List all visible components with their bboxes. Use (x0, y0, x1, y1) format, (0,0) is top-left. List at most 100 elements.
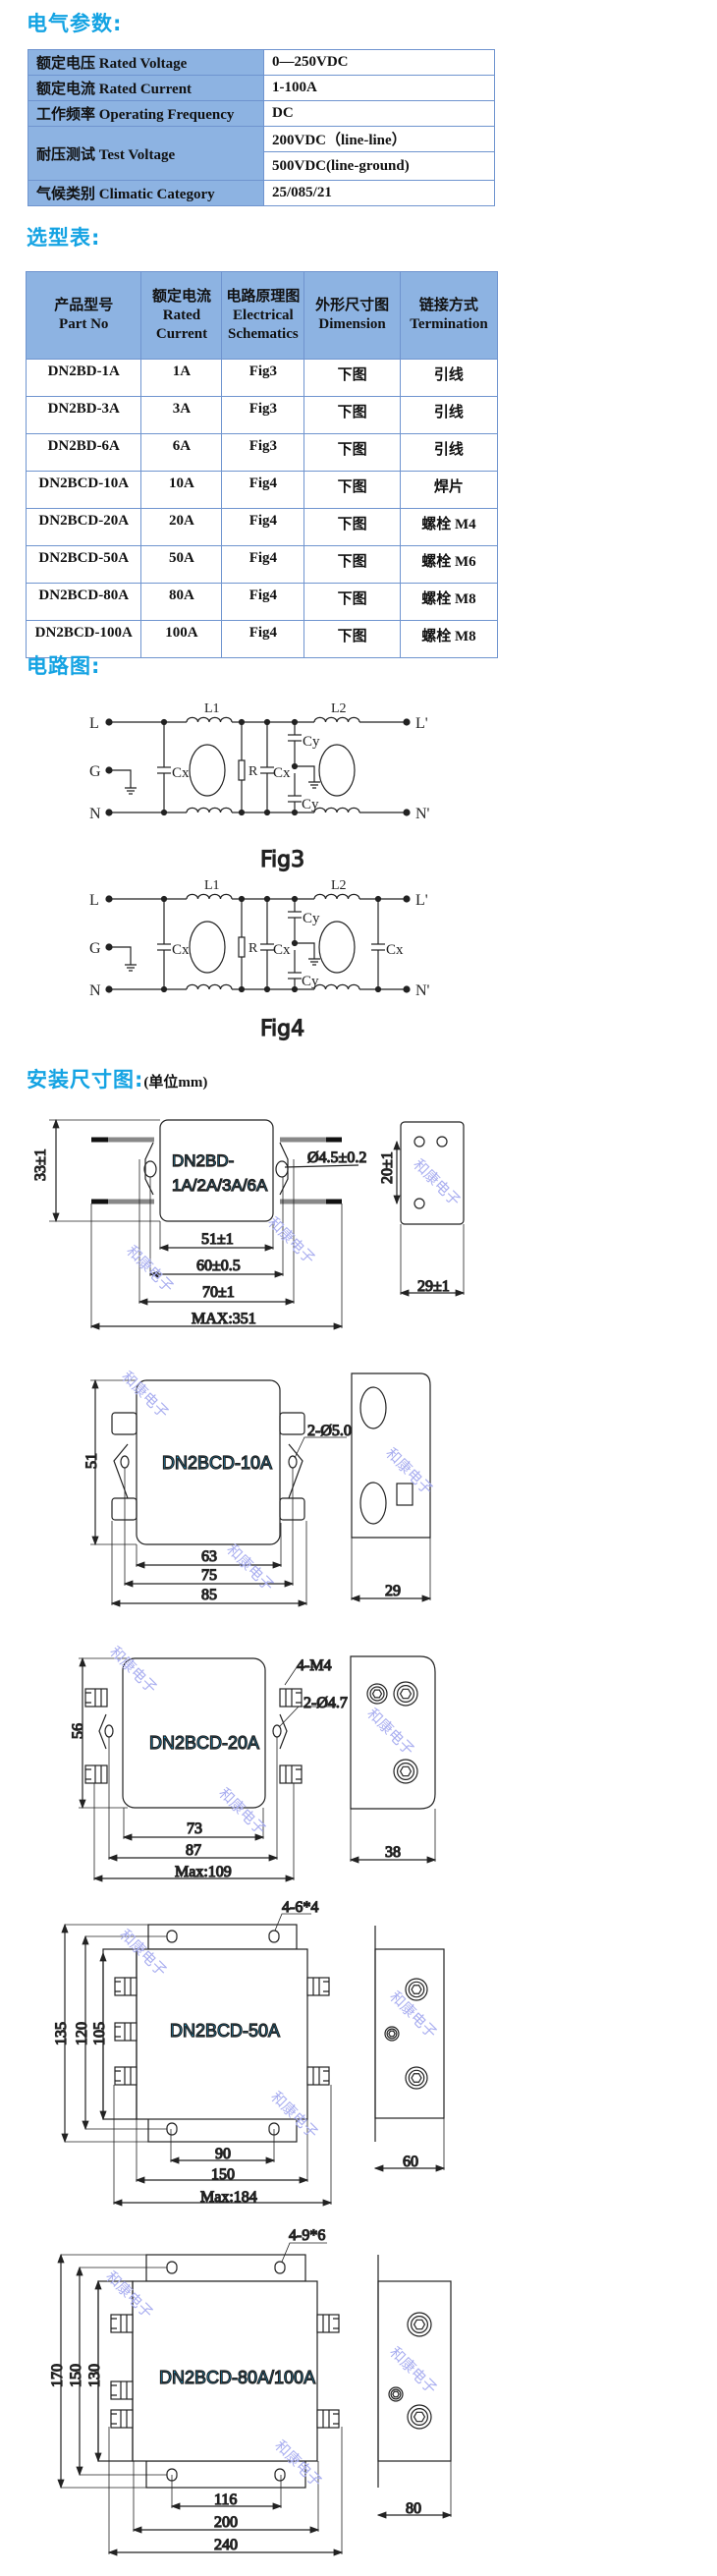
terminal-nut (386, 2028, 398, 2040)
table-cell: 20A (140, 508, 223, 546)
param-value: 1-100A (263, 75, 495, 101)
wire (109, 769, 132, 788)
header-cn: 额定电流 (151, 288, 211, 305)
terminal-label: G (89, 940, 101, 957)
junction-dot (263, 809, 271, 816)
param-label: 工作频率 Operating Frequency (28, 100, 264, 127)
hole-dimension: 2-Ø5.0 (307, 1423, 352, 1439)
header-cn: 链接方式 (418, 298, 478, 313)
width-dimension: 60±0.5 (196, 1258, 241, 1274)
ground-tab (396, 1483, 414, 1506)
terminal-label: L (89, 892, 99, 909)
side-view (351, 1372, 431, 1539)
watermark-text: 和康电子 (382, 1444, 436, 1498)
capacitor-label: Cy (303, 911, 320, 926)
filter-body (159, 1119, 274, 1222)
side-width-dimension: 29 (385, 1583, 401, 1599)
width-dimension: 70±1 (202, 1284, 235, 1301)
side-hole (436, 1136, 448, 1148)
terminal-label: N' (415, 982, 430, 999)
hex-nut (411, 1985, 422, 1994)
terminal-panel (97, 2280, 134, 2462)
slot-dimension: 4-9*6 (289, 2227, 325, 2244)
terminal-bolt (285, 1765, 302, 1783)
inductor-label: L1 (204, 701, 220, 716)
side-height-dimension: 20±1 (379, 1151, 396, 1184)
terminal-bolt (316, 2409, 340, 2429)
watermark-text: 和康电子 (363, 1705, 417, 1759)
mount-hole (272, 1724, 282, 1738)
core-ring (189, 921, 226, 974)
resistor (238, 936, 246, 958)
dimension-drawing-20a: DN2BCD-20A 4-M4 2-Ø4.7 56 73 87 Max:109 … (69, 1655, 436, 1881)
watermark-text: 和康电子 (106, 1643, 160, 1697)
junction-dot (160, 809, 168, 816)
terminal-bolt (85, 1689, 102, 1707)
hex-nut (399, 1688, 413, 1700)
core-ring (318, 744, 356, 797)
terminal-bolt (111, 2315, 128, 2332)
param-value: 200VDC（line-line） (263, 126, 495, 152)
height-dimension: 56 (70, 1723, 86, 1739)
header-en: Termination (410, 316, 488, 332)
param-value: 25/085/21 (263, 180, 495, 206)
mount-hole (120, 1455, 130, 1469)
watermark-text: 和康电子 (264, 1213, 318, 1267)
mount-slot (166, 1930, 178, 1943)
terminal-nut (388, 2386, 404, 2402)
height-dimension: 150 (68, 2364, 84, 2387)
mount-flange (98, 1713, 288, 1750)
table-cell: DN2BCD-50A (25, 545, 142, 584)
slot-dimension: 4-6*4 (282, 1899, 318, 1916)
table-cell: DN2BCD-80A (25, 583, 142, 621)
model-label: DN2BCD-50A (170, 2021, 280, 2041)
fig3-caption: Fig3 (260, 848, 304, 872)
dimension-drawing-50a: DN2BCD-50A 4-6*4 135 120 105 90 150 Max:… (52, 1898, 445, 2207)
terminal-bolt (306, 2066, 330, 2086)
max-length-dimension: MAX:351 (192, 1311, 256, 1327)
inductor-coil (186, 983, 233, 990)
table-cell: 100A (140, 620, 223, 658)
terminal-nut (384, 2026, 400, 2042)
height-dimension: 105 (91, 2022, 108, 2045)
terminal-bolt (111, 2381, 128, 2399)
mount-hole (143, 1160, 157, 1178)
table-cell: 下图 (303, 433, 401, 472)
mount-flange (145, 2460, 306, 2489)
terminal-bolt (285, 1689, 302, 1707)
model-label: 1A/2A/3A/6A (172, 1176, 268, 1195)
junction-dot (238, 809, 246, 816)
table-cell: 3A (140, 396, 223, 434)
param-value: DC (263, 100, 495, 127)
terminal-label: N' (415, 806, 430, 822)
side-terminal (359, 1386, 387, 1429)
side-hole (414, 1136, 425, 1148)
terminal-nut (397, 1762, 415, 1780)
terminal-bolt (279, 1764, 303, 1784)
header-cn: 电路原理图 (226, 288, 301, 305)
table-cell: 螺栓 M8 (399, 583, 499, 621)
terminal-nut (408, 1981, 425, 1998)
model-label: DN2BD- (172, 1151, 234, 1170)
junction-dot (263, 895, 271, 903)
capacitor-label: Cy (302, 974, 319, 989)
terminal-bolt (84, 1688, 108, 1708)
heading-install: 安装尺寸图:(单位mm) (27, 1064, 207, 1093)
table-cell: 6A (140, 433, 223, 472)
table-cell: 50A (140, 545, 223, 584)
width-dimension: 51±1 (201, 1231, 234, 1248)
terminal-bolt (110, 2314, 134, 2333)
table-cell: Fig4 (221, 545, 305, 584)
table-cell: DN2BD-1A (25, 359, 142, 397)
terminal-label: L (89, 715, 99, 732)
mount-slot (166, 2261, 178, 2274)
